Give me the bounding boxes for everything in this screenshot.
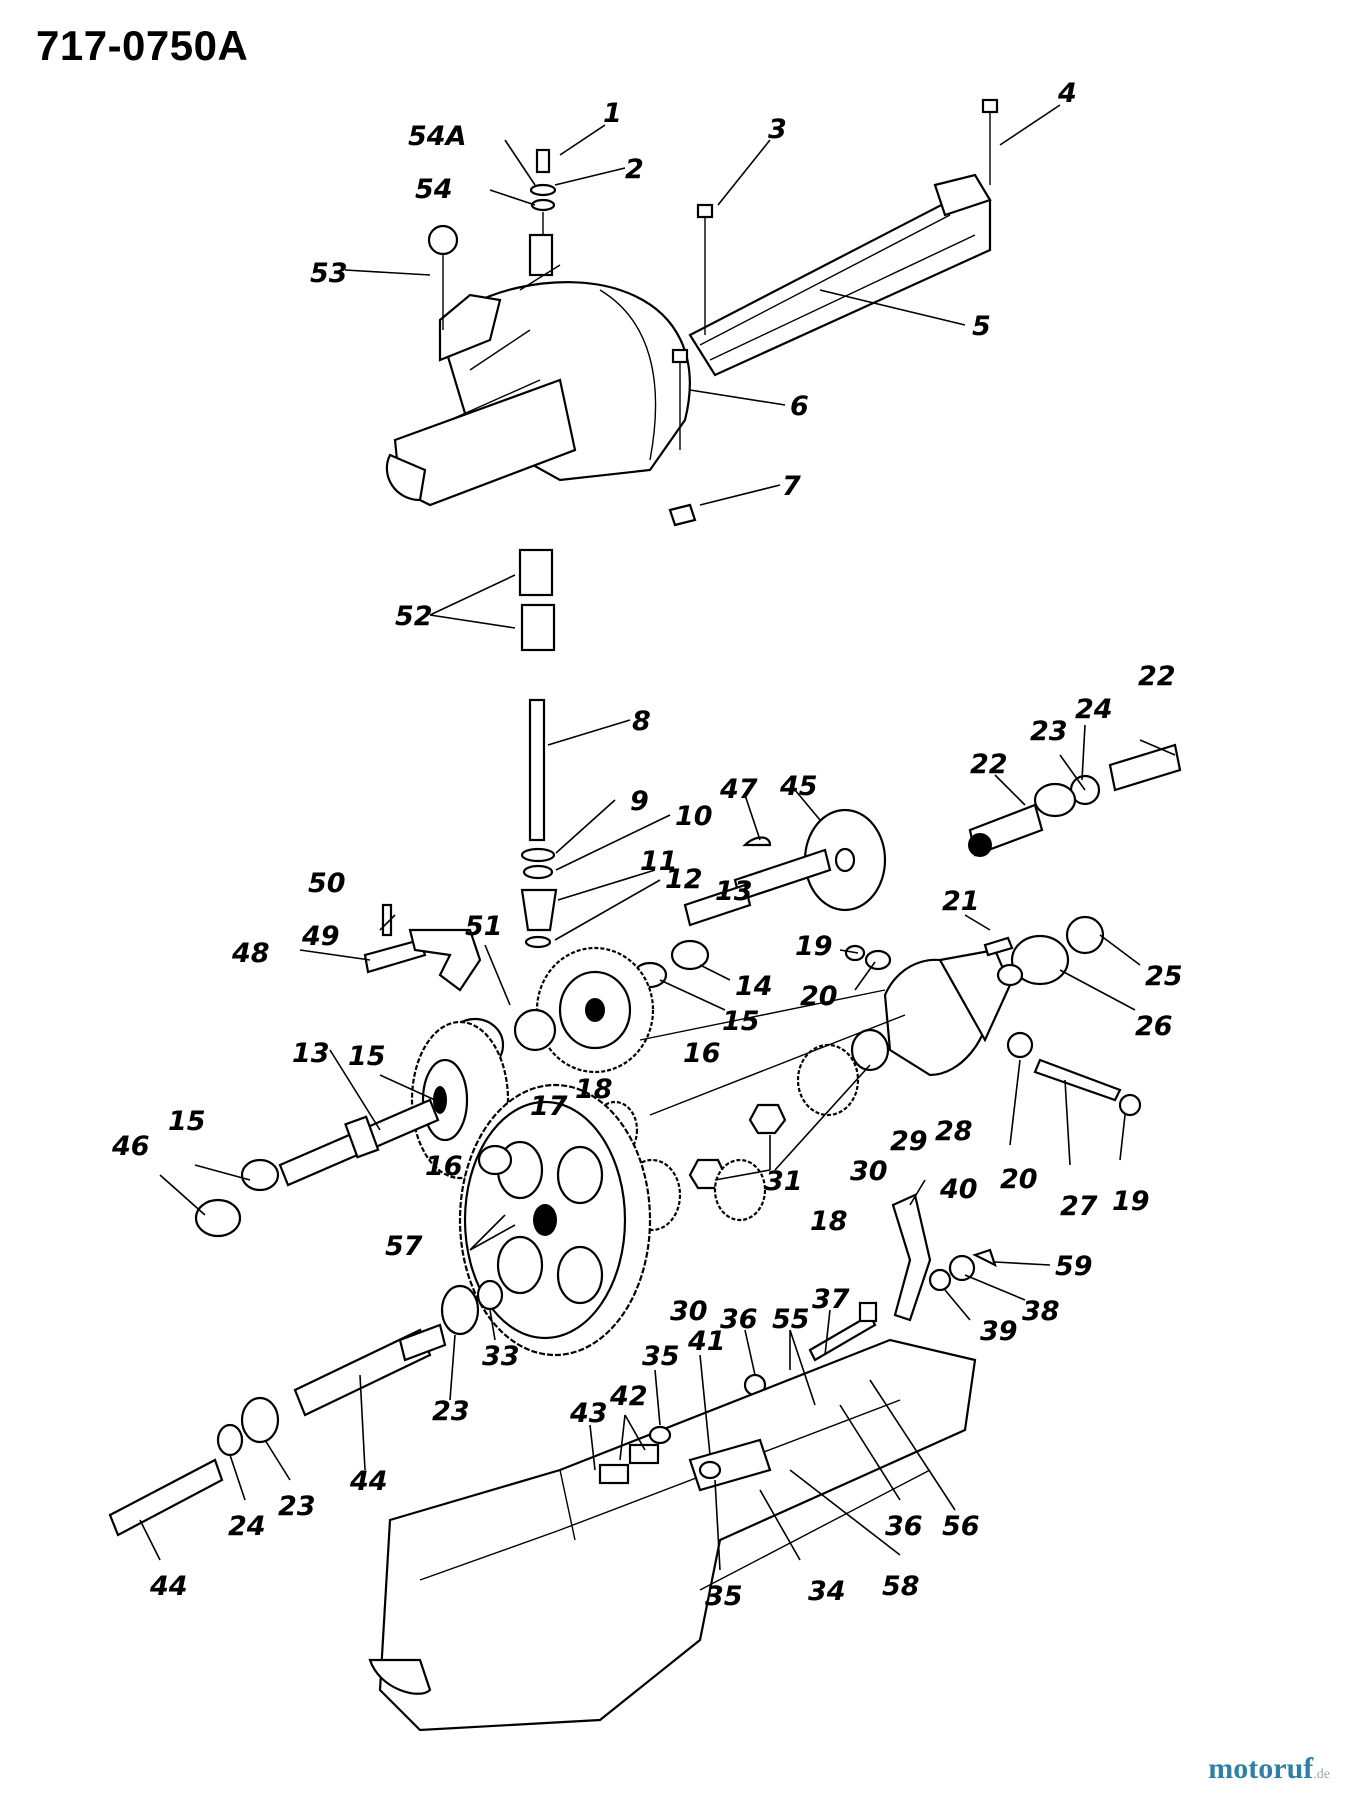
- callout-25: 25: [1145, 961, 1183, 992]
- callout-48: 48: [231, 938, 270, 969]
- bushings-52: [518, 548, 556, 652]
- leader-lines: [139, 104, 1176, 1571]
- callout-17: 17: [530, 1091, 568, 1122]
- callout-33: 33: [482, 1341, 520, 1372]
- callout-35-upper: 35: [642, 1341, 680, 1372]
- diagram-title: 717-0750A: [36, 22, 249, 69]
- callout-59: 59: [1055, 1251, 1093, 1282]
- callout-18-upper: 18: [575, 1074, 613, 1105]
- brake-disc-45: [632, 808, 887, 989]
- callout-23-center: 23: [432, 1396, 470, 1427]
- shift-fork-48: [363, 903, 482, 992]
- callout-41: 41: [687, 1326, 726, 1357]
- callout-15-far-left: 15: [168, 1106, 206, 1137]
- callout-1: 1: [603, 98, 622, 129]
- callout-8: 8: [632, 706, 651, 737]
- callout-40: 40: [939, 1174, 978, 1205]
- callout-5: 5: [972, 311, 991, 342]
- callout-22-left: 22: [970, 749, 1008, 780]
- callout-14: 14: [735, 971, 773, 1002]
- callout-19-upper: 19: [795, 931, 833, 962]
- callout-labels: 1 54A 2 54 3 4 53 5 6 7 52 8 9 10 11 12 …: [111, 78, 1183, 1612]
- callout-11: 11: [640, 846, 678, 877]
- callout-47: 47: [719, 774, 758, 805]
- callout-35-lower: 35: [705, 1581, 743, 1612]
- callout-52: 52: [395, 601, 433, 632]
- callout-44-lower: 44: [149, 1571, 188, 1602]
- callout-42: 42: [609, 1381, 648, 1412]
- callout-23-lower: 23: [278, 1491, 316, 1522]
- callout-36-lower: 36: [885, 1511, 923, 1542]
- callout-34: 34: [808, 1576, 846, 1607]
- callout-9: 9: [630, 786, 649, 817]
- axle-housing-lower: [368, 1338, 977, 1732]
- callout-30-right: 30: [850, 1156, 888, 1187]
- spur-gear-large: [458, 1083, 652, 1357]
- callout-37: 37: [812, 1284, 850, 1315]
- callout-16-left: 16: [425, 1151, 463, 1182]
- axle-right-upper: [968, 743, 1182, 857]
- callout-16-upper: 16: [683, 1038, 721, 1069]
- callout-15-upper: 15: [722, 1006, 760, 1037]
- callout-21: 21: [942, 886, 980, 917]
- callout-20-lower: 20: [1000, 1164, 1038, 1195]
- callout-6: 6: [790, 391, 809, 422]
- callout-18-lower: 18: [810, 1206, 848, 1237]
- callout-38: 38: [1022, 1296, 1060, 1327]
- callout-13-upper: 13: [715, 876, 753, 907]
- callout-4: 4: [1057, 78, 1077, 109]
- brand-name: motoruf: [1208, 1752, 1314, 1785]
- callout-51: 51: [465, 911, 503, 942]
- callout-22-right: 22: [1138, 661, 1176, 692]
- callout-27: 27: [1060, 1191, 1098, 1222]
- axle-left-lower: [108, 1279, 504, 1537]
- callout-46: 46: [111, 1131, 150, 1162]
- callout-7: 7: [782, 471, 801, 502]
- callout-55: 55: [772, 1304, 810, 1335]
- callout-49: 49: [301, 921, 340, 952]
- callout-3: 3: [768, 114, 787, 145]
- callout-12: 12: [665, 864, 703, 895]
- callout-15-left: 15: [348, 1041, 386, 1072]
- callout-28: 28: [935, 1116, 973, 1147]
- callout-36-upper: 36: [720, 1304, 758, 1335]
- callout-30-center: 30: [670, 1296, 708, 1327]
- callout-56: 56: [942, 1511, 980, 1542]
- callout-43: 43: [569, 1398, 608, 1429]
- callout-54a: 54A: [408, 121, 466, 152]
- callout-10: 10: [675, 801, 713, 832]
- callout-54: 54: [415, 174, 453, 205]
- callout-19-lower: 19: [1112, 1186, 1150, 1217]
- callout-53: 53: [310, 258, 348, 289]
- shift-lever-40: [891, 1193, 997, 1322]
- callout-44-center: 44: [349, 1466, 388, 1497]
- brand-watermark: motoruf.de: [1208, 1752, 1330, 1786]
- differential-case-28: [844, 915, 1142, 1117]
- callout-29: 29: [890, 1126, 928, 1157]
- axle-housing-upper: [385, 173, 992, 507]
- brand-suffix: .de: [1313, 1767, 1330, 1782]
- callout-58: 58: [882, 1571, 920, 1602]
- input-shaft-8: [520, 698, 558, 949]
- callout-39: 39: [980, 1316, 1018, 1347]
- callout-31: 31: [765, 1166, 803, 1197]
- callout-45: 45: [779, 771, 818, 802]
- callout-50: 50: [308, 868, 346, 899]
- callout-26: 26: [1135, 1011, 1173, 1042]
- callout-24-upper: 24: [1075, 694, 1113, 725]
- callout-57: 57: [385, 1231, 423, 1262]
- callout-23-upper: 23: [1030, 716, 1068, 747]
- bevel-gear-16-upper: [445, 946, 655, 1074]
- callout-24-lower: 24: [228, 1511, 266, 1542]
- fasteners-top: [427, 98, 999, 527]
- callout-2: 2: [625, 154, 644, 185]
- callout-13-left: 13: [292, 1038, 330, 1069]
- callout-20-upper: 20: [800, 981, 838, 1012]
